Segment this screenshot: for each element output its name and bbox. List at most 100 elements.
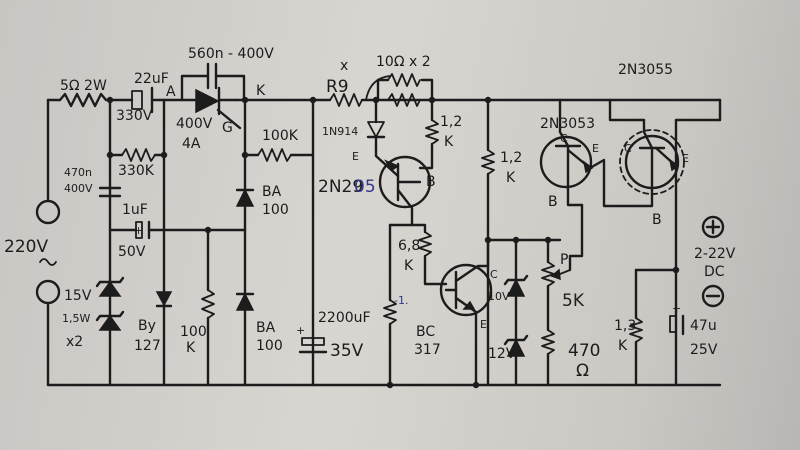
label-node-k: K <box>256 83 266 99</box>
label-z-12v: 12V <box>488 346 516 362</box>
label-c-1u: 1uF <box>122 202 148 218</box>
label-r1k2-a-2: K <box>444 134 454 150</box>
diode-1n914 <box>366 98 386 152</box>
label-2n2905: 2N29 <box>318 177 363 197</box>
label-ba-top-1: BA <box>262 184 282 200</box>
label-c-47u-plus: + <box>672 302 681 315</box>
capacitor-560n <box>180 62 246 102</box>
label-r6k8-2: K <box>404 258 414 274</box>
transistor-2n3055 <box>608 98 685 208</box>
label-e1: E <box>352 150 359 163</box>
resistor-bottom-2n2905 <box>383 223 414 387</box>
label-r100k-low-2: K <box>186 340 196 356</box>
resistor-1k3 <box>629 268 678 387</box>
label-e2: E <box>480 318 487 331</box>
label-2n2905-ink: 05 <box>354 177 376 197</box>
label-c-470n-v: 400V <box>64 182 93 195</box>
transistor-2n2905 <box>374 148 432 227</box>
junction-dots <box>106 96 680 389</box>
label-c-2200: 2200uF <box>318 310 371 326</box>
label-r6k8-1: 6,8 <box>398 238 420 254</box>
label-c-1u-plus: + <box>134 224 143 237</box>
label-z-10v: 10V <box>488 290 510 303</box>
resistor-470ohm <box>541 329 555 387</box>
resistor-10ohm-pair <box>376 73 434 107</box>
label-b1: B <box>426 174 436 190</box>
label-by-127: 127 <box>134 338 161 354</box>
resistor-r9 <box>329 93 363 107</box>
label-r1k3-1: 1,3 <box>614 318 636 334</box>
zener-10v <box>503 238 529 342</box>
label-ba-low-2: 100 <box>256 338 283 354</box>
label-r9: R9 <box>326 77 349 97</box>
transistor-2n3053 <box>539 98 642 208</box>
label-e-3055: E <box>682 152 689 165</box>
label-z-15v: 15V <box>64 288 92 304</box>
label-scr-v: 400V <box>176 116 213 132</box>
label-c-3055: C <box>624 142 632 155</box>
label-c-47u: 47u <box>690 318 717 334</box>
label-c-bc317: C <box>490 268 498 281</box>
output-rail <box>674 98 722 387</box>
label-z-x2: x2 <box>66 334 83 350</box>
label-2n3055: 2N3055 <box>618 62 673 78</box>
label-node-a: A <box>166 84 176 100</box>
label-out-v: 2-22V <box>694 246 736 262</box>
label-r100k-low-1: 100 <box>180 324 207 340</box>
plus-terminal-icon <box>701 215 725 239</box>
resistor-100k-lower <box>201 228 215 387</box>
label-r-330k: 330K <box>118 163 155 179</box>
label-b-3055: B <box>652 212 662 228</box>
capacitor-2200uf <box>298 337 328 354</box>
mains-input <box>35 98 61 387</box>
label-330v: 330V <box>116 108 153 124</box>
minus-terminal-icon <box>701 284 725 308</box>
label-r-10ohm: 10Ω x 2 <box>376 54 431 70</box>
annotation-loop <box>365 75 391 101</box>
potentiometer-5k <box>541 203 584 332</box>
label-r470-1: 470 <box>568 341 600 361</box>
resistor-5ohm <box>58 92 110 108</box>
label-r470-2: Ω <box>576 361 589 381</box>
label-c-3053: C <box>560 132 568 145</box>
label-scr-gate: G <box>222 120 233 136</box>
label-scr-a: 4A <box>182 136 201 152</box>
transistor-bc317 <box>439 238 493 387</box>
label-e-3053: E <box>592 142 599 155</box>
label-by: By <box>138 318 156 334</box>
label-ba-top-2: 100 <box>262 202 289 218</box>
label-r1k2-a-1: 1,2 <box>440 114 462 130</box>
label-r1k3-2: K <box>618 338 628 354</box>
label-c-560n: 560n - 400V <box>188 46 274 62</box>
label-pot-5k: 5K <box>562 291 585 311</box>
resistor-1k2-a <box>418 98 439 170</box>
label-c-22u: 22uF <box>134 71 169 87</box>
label-c-2200-v: 35V <box>330 341 364 361</box>
label-c-470n: 470n <box>64 166 92 179</box>
diode-ba100-bottom <box>235 228 255 387</box>
label-r1k2-b-1: 1,2 <box>500 150 522 166</box>
label-mains: 220V <box>4 237 48 257</box>
left-network <box>95 98 247 387</box>
resistor-1k2-b <box>481 98 495 387</box>
label-bc-317: 317 <box>414 342 441 358</box>
label-2n3053: 2N3053 <box>540 116 595 132</box>
label-c-2200-plus: + <box>296 324 305 337</box>
label-r9-x: x <box>340 58 348 74</box>
label-r1k2-b-2: K <box>506 170 516 186</box>
label-r-input: 5Ω 2W <box>60 78 107 94</box>
label-ba-low-1: BA <box>256 320 276 336</box>
capacitor-22uf <box>131 86 162 114</box>
label-r-100k: 100K <box>262 128 299 144</box>
diode-ba100-top <box>235 98 255 232</box>
diode-by127 <box>155 291 173 308</box>
label-bc: BC <box>416 324 435 340</box>
output-terminals <box>701 215 725 308</box>
label-b-3053: B <box>548 194 558 210</box>
label-c-47u-v: 25V <box>690 342 718 358</box>
label-c-1u-v: 50V <box>118 244 146 260</box>
capacitor-47u <box>669 314 685 336</box>
label-anno-minus-one: -1. <box>394 294 408 307</box>
label-pot-p: P <box>560 252 568 268</box>
